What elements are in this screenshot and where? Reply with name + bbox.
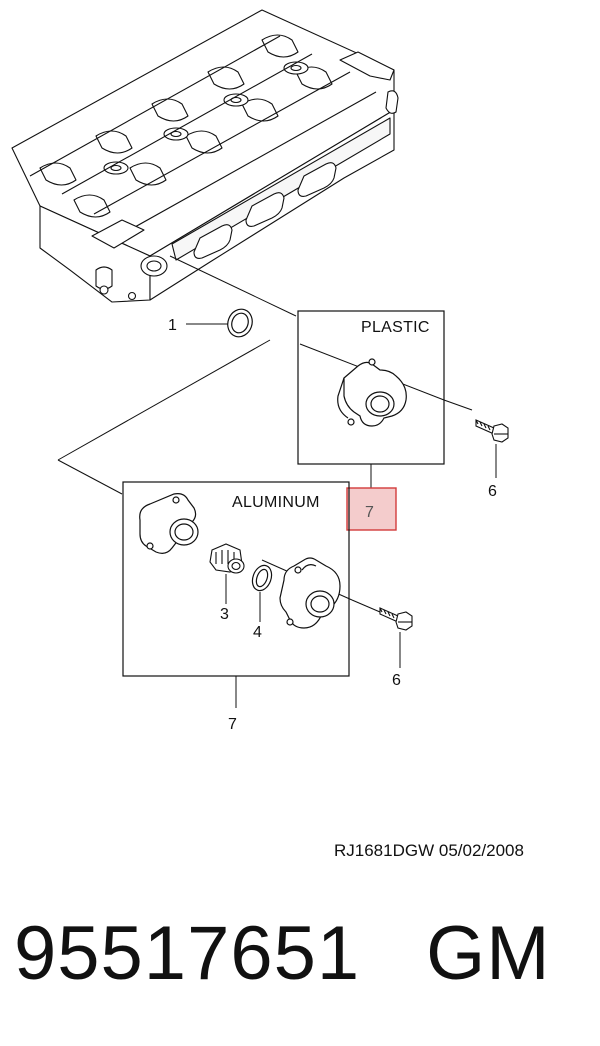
- callout-7: 7: [228, 716, 237, 733]
- diagram-reference-code: RJ1681DGW 05/02/2008: [334, 841, 524, 860]
- plastic-thermostat-housing: [337, 358, 407, 427]
- gasket-part-1: [227, 308, 253, 338]
- highlighted-callout-7-label: 7: [365, 504, 374, 521]
- part-number: 95517651: [14, 911, 361, 996]
- assembly-leader-lines: [57, 255, 473, 613]
- bolt-lower-part-6: [379, 607, 413, 631]
- callout-1: 1: [168, 317, 177, 334]
- o-ring-part-4: [251, 564, 273, 592]
- aluminum-variant-box: ALUMINUM 3 4: [122, 481, 350, 708]
- plastic-box-title: PLASTIC: [361, 319, 430, 336]
- brand-name: GM: [426, 911, 551, 996]
- bolt-upper-part-6: [475, 419, 509, 443]
- highlighted-callout-7[interactable]: 7: [346, 487, 397, 531]
- callout-3: 3: [220, 606, 229, 623]
- callout-4: 4: [253, 624, 262, 641]
- cylinder-head-illustration: [11, 9, 399, 303]
- exploded-parts-diagram: 1 PLASTIC 6 7 ALUMINUM: [11, 9, 509, 733]
- callout-6-lower: 6: [392, 672, 401, 689]
- aluminum-thermostat-cover: [279, 557, 341, 629]
- thermostat-part-3: [209, 543, 245, 574]
- aluminum-box-title: ALUMINUM: [232, 494, 320, 511]
- callout-6-upper: 6: [488, 483, 497, 500]
- plastic-variant-box: PLASTIC: [297, 310, 445, 488]
- aluminum-thermostat-base: [139, 493, 199, 554]
